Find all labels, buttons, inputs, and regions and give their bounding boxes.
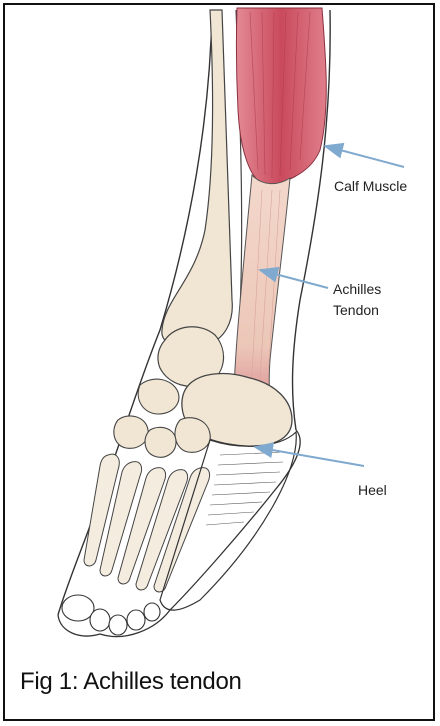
label-tendon: Tendon [333, 301, 379, 319]
calf-arrow [325, 146, 404, 167]
calf-muscle [236, 8, 326, 185]
toe-2 [90, 609, 110, 631]
label-heel: Heel [358, 481, 387, 499]
heel-arrow [255, 447, 364, 466]
toe-5 [144, 603, 160, 621]
cuboid-bone [175, 418, 210, 453]
toe-1 [62, 595, 94, 621]
cuneiform-bone-1 [114, 416, 148, 448]
toe-3 [109, 615, 127, 635]
label-achilles: Achilles [333, 280, 381, 298]
label-calf-muscle: Calf Muscle [334, 177, 407, 195]
cuneiform-bone-2 [145, 427, 176, 457]
navicular-bone [138, 379, 179, 414]
tibia-bone [162, 10, 232, 347]
figure-caption: Fig 1: Achilles tendon [20, 668, 242, 696]
toe-4 [127, 610, 145, 630]
